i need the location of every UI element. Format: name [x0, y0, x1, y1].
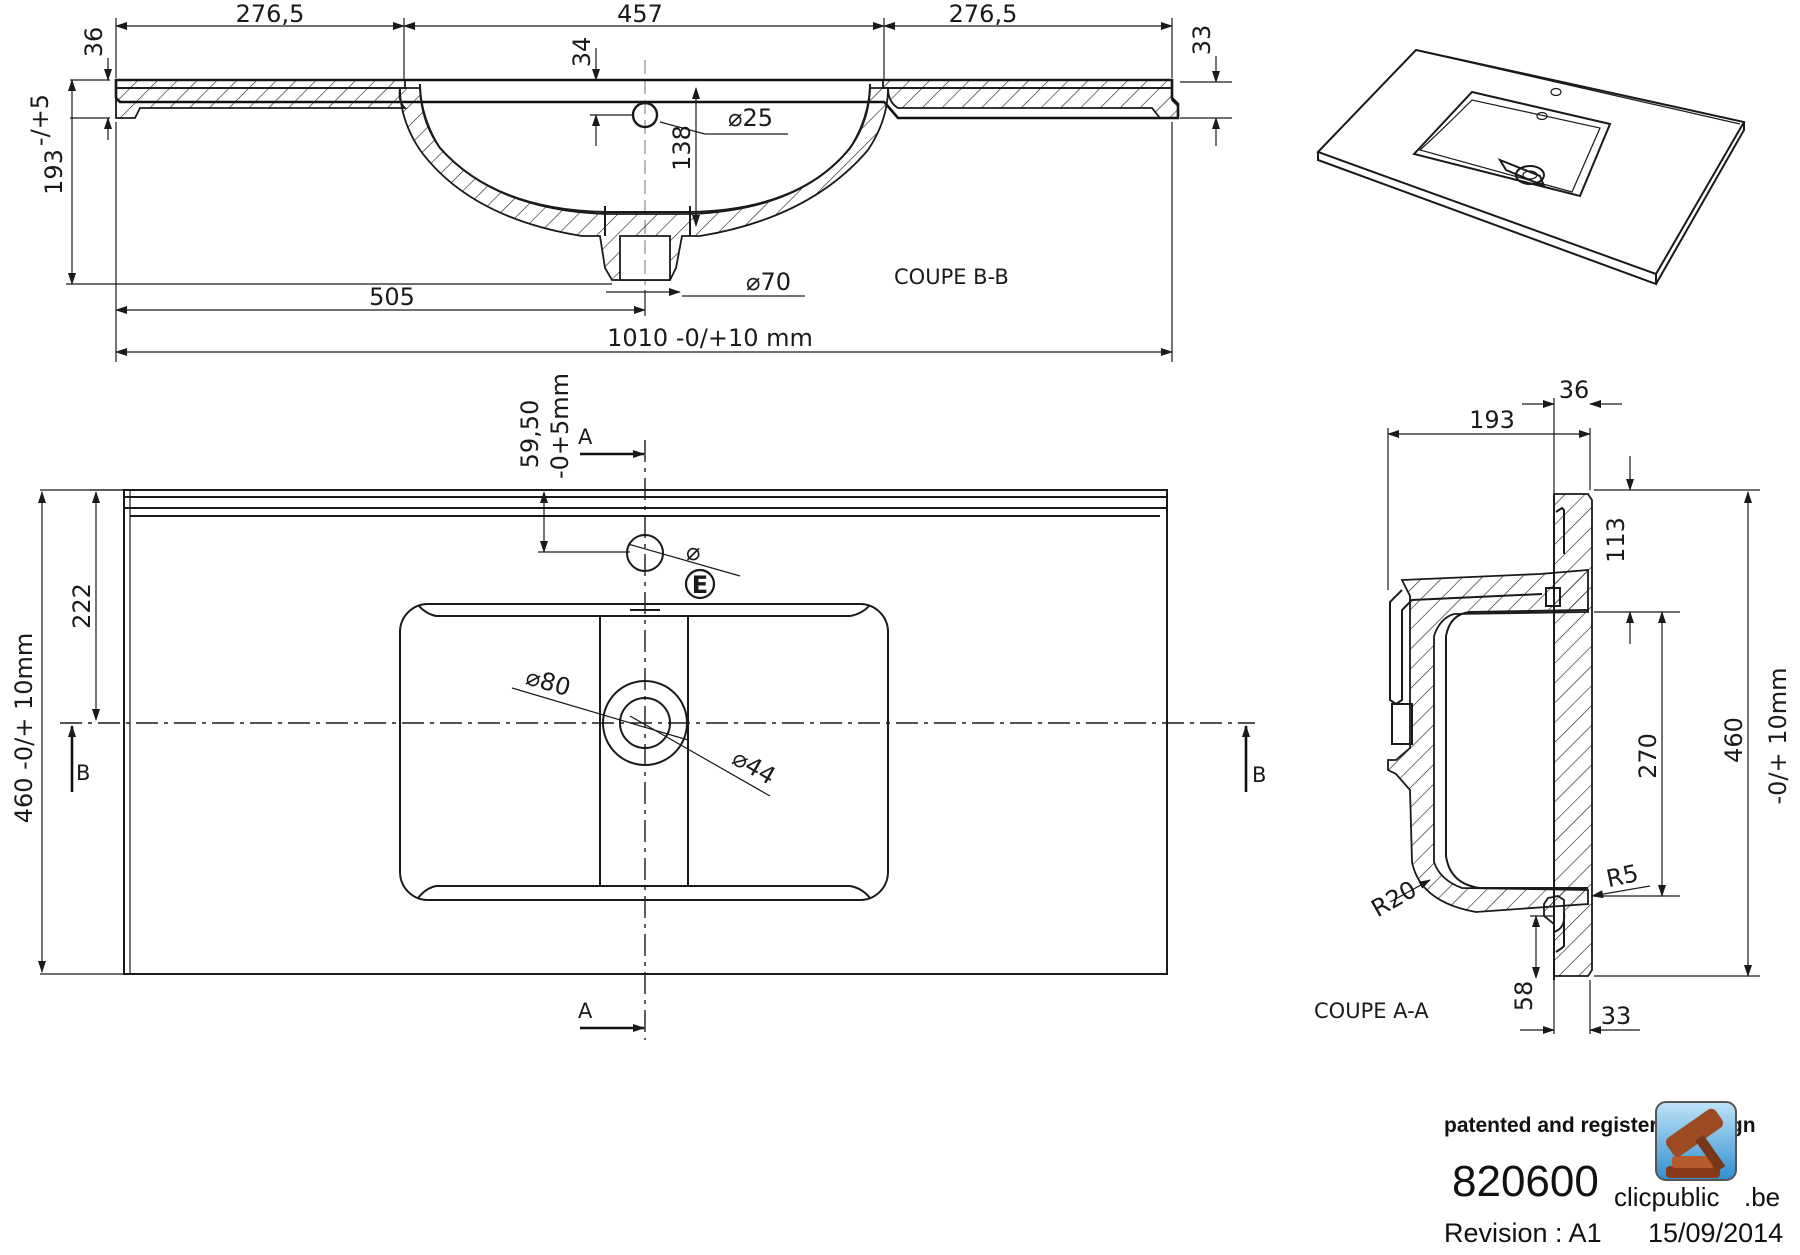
basin-outline	[399, 603, 889, 901]
bb-bowl-inner	[419, 83, 871, 213]
iso-basin-rim	[1412, 90, 1612, 198]
section-bb-title: COUPE B-B	[894, 265, 1009, 289]
top-view: A A B B 59,50 -0+5mm ⌀ E 222 460 -0/+ 10…	[10, 373, 1266, 1040]
bb-slab-left-body	[115, 87, 408, 119]
bb-dim-34: 34	[568, 37, 596, 68]
section-b-left: B	[76, 761, 90, 785]
aa-dim-r20: R20	[1367, 875, 1422, 923]
section-aa-title: COUPE A-A	[1314, 999, 1429, 1023]
clicpublic-logo: clicpublic .be	[1614, 1101, 1780, 1212]
bb-dim-d70: ⌀70	[746, 268, 791, 296]
section-b-right: B	[1252, 763, 1266, 787]
logo-tld: .be	[1744, 1182, 1780, 1212]
bb-dim-36: 36	[80, 27, 108, 58]
bb-dim-total: 1010 -0/+10 mm	[607, 324, 813, 352]
bb-dim-193: 193	[40, 149, 68, 195]
bb-dim-138: 138	[668, 125, 696, 171]
aa-dim-270: 270	[1634, 733, 1662, 779]
dim-tap-diameter: ⌀	[686, 538, 700, 566]
revision-date: 15/09/2014	[1648, 1218, 1783, 1248]
section-a-bottom: A	[578, 999, 593, 1023]
aa-dim-460: 460	[1720, 717, 1748, 763]
dim-460-tol: 460 -0/+ 10mm	[10, 633, 38, 824]
aa-dim-33: 33	[1601, 1002, 1632, 1030]
revision: Revision : A1	[1444, 1218, 1602, 1248]
title-block: patented and registered design 820600 Re…	[1444, 1101, 1783, 1248]
bb-dim-mid-top: 457	[617, 0, 663, 28]
isometric-view	[1316, 48, 1746, 286]
aa-dim-36: 36	[1559, 376, 1590, 404]
bb-dim-right-top: 276,5	[949, 0, 1018, 28]
iso-front-edge	[1317, 152, 1657, 286]
aa-dim-113: 113	[1602, 517, 1630, 563]
bb-slab-right	[882, 79, 1173, 89]
bb-slab-left	[115, 79, 406, 89]
bb-dim-tol: -/+5	[26, 94, 54, 146]
dim-tol-5mm: -0+5mm	[546, 373, 574, 479]
bb-dim-505: 505	[369, 283, 415, 311]
bb-drain-opening	[619, 235, 671, 281]
aa-dim-r5: R5	[1604, 859, 1641, 893]
aa-dim-58: 58	[1510, 981, 1538, 1012]
bb-dim-left-top: 276,5	[236, 0, 305, 28]
aa-dim-tol: -0/+ 10mm	[1764, 667, 1792, 804]
dim-59-50: 59,50	[516, 400, 544, 469]
dim-222: 222	[68, 583, 96, 629]
tap-label-circle	[684, 568, 716, 600]
bb-dim-33: 33	[1188, 25, 1216, 56]
dim-d44: ⌀44	[728, 744, 781, 791]
section-aa-view: 193 36 113 270 460 -0/+ 10mm R20 R5 58 3…	[1314, 376, 1792, 1034]
tap-label: E	[692, 571, 708, 599]
aa-basin-wall	[1387, 569, 1589, 913]
section-a-top: A	[578, 425, 593, 449]
logo-text: clicpublic	[1614, 1182, 1720, 1212]
aa-dim-193: 193	[1469, 406, 1515, 434]
section-bb-view: 276,5 457 276,5 36 33 -/+5 193 34 138 ⌀2…	[26, 0, 1232, 362]
dim-d80: ⌀80	[523, 663, 574, 702]
bb-dim-d25: ⌀25	[728, 104, 773, 132]
iso-right-edge	[1655, 122, 1745, 285]
part-number: 820600	[1452, 1157, 1599, 1206]
iso-tap-hole	[1550, 87, 1562, 97]
bb-slab-right-body	[887, 87, 1179, 119]
